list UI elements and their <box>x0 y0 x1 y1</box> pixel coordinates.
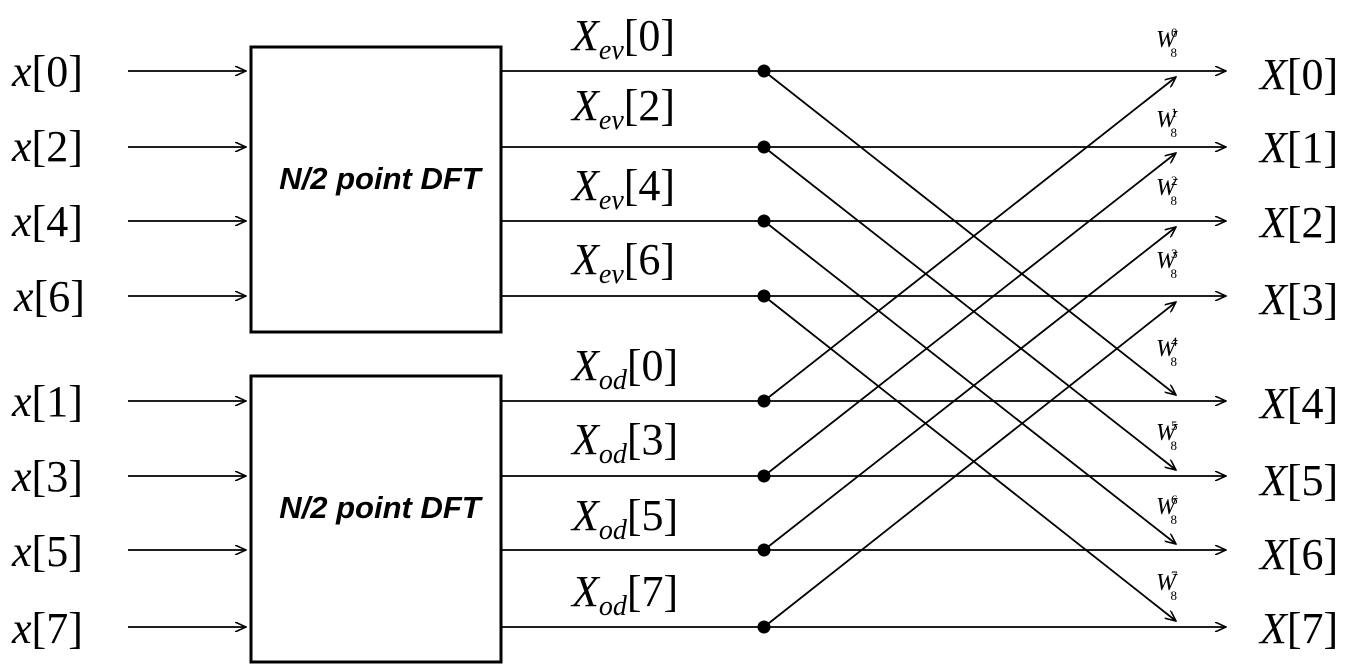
cross-even-2 <box>763 220 1176 544</box>
output-label-0: X[0] <box>1258 50 1338 99</box>
output-label-4: X[4] <box>1258 379 1338 428</box>
input-label-3: x[6] <box>13 272 85 321</box>
cross-odd-0 <box>763 77 1176 402</box>
signal-wires <box>128 64 1226 634</box>
input-label-2: x[4] <box>11 197 83 246</box>
dft-box-bottom-label: N/2 point DFT <box>279 490 484 525</box>
input-label-7: x[7] <box>11 604 83 653</box>
input-label-0: x[0] <box>11 47 83 96</box>
intermediate-label-4: Xod[0] <box>570 341 678 396</box>
output-label-1: X[1] <box>1258 123 1338 172</box>
intermediate-label-7: Xod[7] <box>570 567 678 622</box>
input-label-4: x[1] <box>11 377 83 426</box>
output-label-2: X[2] <box>1258 198 1338 247</box>
intermediate-label-6: Xod[5] <box>570 491 678 546</box>
cross-odd-2 <box>763 227 1176 551</box>
output-label-7: X[7] <box>1258 604 1338 653</box>
input-label-1: x[2] <box>11 122 83 171</box>
dft-box-top-label: N/2 point DFT <box>279 161 484 196</box>
intermediate-label-3: Xev[6] <box>570 235 675 290</box>
output-label-3: X[3] <box>1258 275 1338 324</box>
intermediate-label-1: Xev[2] <box>570 81 675 136</box>
input-label-6: x[5] <box>11 527 83 576</box>
intermediate-label-0: Xev[0] <box>570 11 675 66</box>
cross-even-1 <box>763 146 1176 470</box>
cross-even-0 <box>763 70 1176 395</box>
output-label-5: X[5] <box>1258 456 1338 505</box>
cross-odd-1 <box>763 153 1176 477</box>
intermediate-label-2: Xev[4] <box>570 161 675 216</box>
input-label-5: x[3] <box>11 452 83 501</box>
cross-even-3 <box>763 295 1176 621</box>
cross-odd-3 <box>763 302 1176 628</box>
dft-box-bottom <box>249 374 503 664</box>
output-label-6: X[6] <box>1258 530 1338 579</box>
intermediate-label-5: Xod[3] <box>570 415 678 470</box>
dft-box-top <box>249 45 503 334</box>
